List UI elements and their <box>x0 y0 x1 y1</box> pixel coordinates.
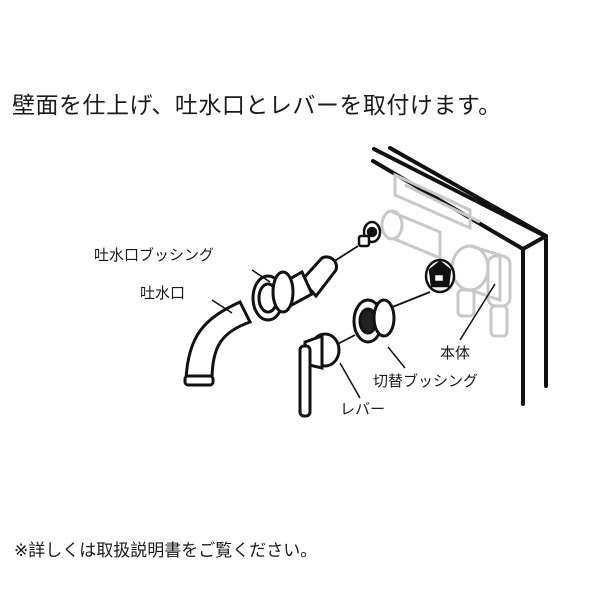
label-lever: レバー <box>340 400 386 418</box>
label-spout: 吐水口 <box>140 284 186 302</box>
switch-adapter <box>424 258 456 294</box>
wall-outline <box>371 146 548 406</box>
spout-adapter <box>357 220 382 248</box>
label-switch-bushing: 切替ブッシング <box>373 372 479 390</box>
instruction-title: 壁面を仕上げ、吐水口とレバーを取付けます。 <box>12 93 502 119</box>
body-ghost <box>380 172 512 338</box>
label-body: 本体 <box>440 344 471 362</box>
leader-lines <box>211 269 496 399</box>
label-spout-bushing: 吐水口ブッシング <box>94 246 215 264</box>
spout-bushing <box>251 270 295 322</box>
switch-bushing <box>352 298 396 344</box>
reference-note: ※詳しくは取扱説明書をご覧ください。 <box>14 541 318 561</box>
lever <box>298 332 341 418</box>
